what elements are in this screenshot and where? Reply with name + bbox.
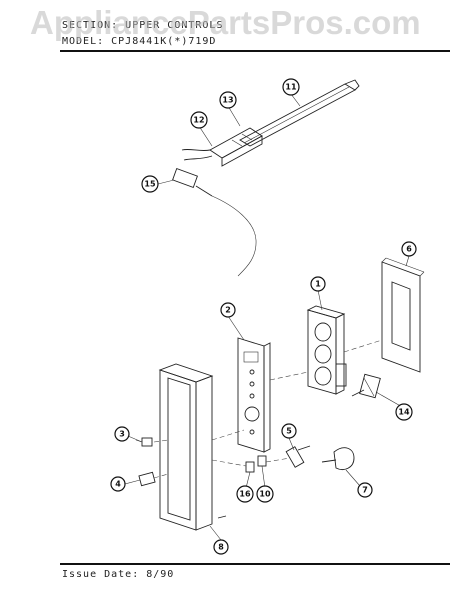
part-15-sensor bbox=[172, 168, 257, 277]
svg-text:8: 8 bbox=[218, 543, 224, 552]
part-3-fastener bbox=[135, 437, 153, 447]
part-7-plug bbox=[321, 447, 355, 470]
part-12-control-module bbox=[181, 127, 263, 167]
callout-11: 11 bbox=[282, 78, 300, 96]
callout-12: 12 bbox=[190, 111, 208, 129]
callout-15: 15 bbox=[141, 175, 159, 193]
svg-text:11: 11 bbox=[285, 83, 297, 92]
callout-7: 7 bbox=[357, 482, 373, 498]
part-5-socket bbox=[285, 445, 311, 468]
svg-text:2: 2 bbox=[225, 306, 231, 315]
callout-16: 16 bbox=[236, 485, 254, 503]
callout-leaders bbox=[124, 93, 410, 541]
part-8-front-frame bbox=[158, 363, 214, 531]
assembly-guide-lines bbox=[153, 339, 383, 479]
callout-8: 8 bbox=[213, 539, 229, 555]
model-label: MODEL: CPJ8441K(*)719D bbox=[62, 36, 217, 47]
svg-text:15: 15 bbox=[144, 180, 156, 189]
part-4-block bbox=[138, 471, 156, 487]
svg-text:5: 5 bbox=[286, 427, 292, 436]
svg-text:7: 7 bbox=[362, 486, 368, 495]
svg-text:6: 6 bbox=[406, 245, 412, 254]
callout-4: 4 bbox=[110, 476, 126, 492]
part-16-screw bbox=[245, 461, 255, 473]
callout-6: 6 bbox=[401, 241, 417, 257]
svg-text:1: 1 bbox=[315, 280, 321, 289]
issue-date: Issue Date: 8/90 bbox=[62, 569, 175, 580]
svg-text:16: 16 bbox=[239, 490, 251, 499]
callout-14: 14 bbox=[395, 403, 413, 421]
svg-text:3: 3 bbox=[119, 430, 125, 439]
callout-3: 3 bbox=[114, 426, 130, 442]
header-rule bbox=[60, 50, 450, 52]
part-11-bar bbox=[239, 79, 360, 147]
callout-5: 5 bbox=[281, 423, 297, 439]
callout-10: 10 bbox=[256, 485, 274, 503]
section-label: SECTION: UPPER CONTROLS bbox=[62, 20, 224, 31]
part-14-switch bbox=[351, 373, 381, 399]
callout-1: 1 bbox=[310, 276, 326, 292]
callout-13: 13 bbox=[219, 91, 237, 109]
watermark-logo: AppliancePartsPros.com bbox=[30, 4, 421, 41]
frame-screw bbox=[217, 515, 227, 519]
svg-text:12: 12 bbox=[193, 116, 204, 125]
part-1-switch-housing bbox=[306, 305, 347, 395]
svg-text:10: 10 bbox=[259, 490, 271, 499]
callout-2: 2 bbox=[220, 302, 236, 318]
svg-text:4: 4 bbox=[115, 480, 121, 489]
part-10-screw bbox=[257, 455, 267, 467]
svg-text:14: 14 bbox=[398, 408, 410, 417]
part-6-bracket bbox=[381, 257, 425, 373]
footer-rule bbox=[60, 563, 450, 565]
part-2-control-panel bbox=[237, 337, 271, 453]
svg-text:13: 13 bbox=[222, 96, 233, 105]
